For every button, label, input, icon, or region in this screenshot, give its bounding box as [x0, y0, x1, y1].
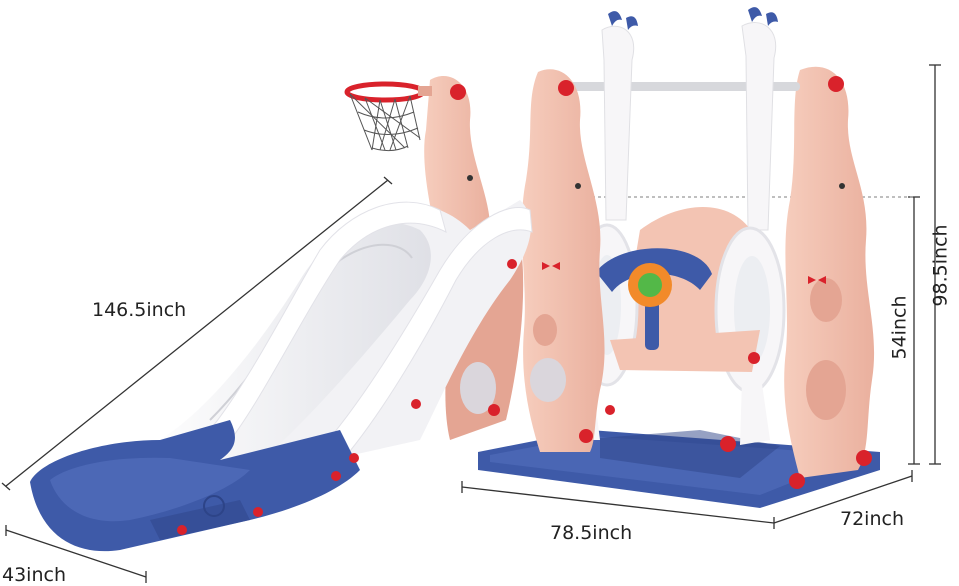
bow-icon: [808, 276, 826, 284]
base-depth-label: 72inch: [840, 508, 904, 530]
base-length-label: 78.5inch: [550, 522, 633, 544]
front-width-line: [5, 529, 147, 578]
total-height-label: 98.5inch: [929, 224, 952, 307]
middle-rabbit-post: [521, 69, 605, 452]
dimension-lines: [1, 64, 941, 583]
base-depth-line: [773, 475, 913, 524]
swing-height-label: 54inch: [888, 295, 911, 360]
slide: [30, 200, 533, 552]
slide-length-label: 146.5inch: [92, 299, 187, 321]
base-length-line: [461, 486, 775, 524]
wheel-icon: [203, 495, 225, 517]
front-width-label: 43inch: [2, 564, 66, 586]
basketball-hoop: [344, 81, 432, 152]
hoop-net: [349, 93, 421, 152]
slide-length-line: [5, 179, 389, 487]
right-rabbit-post: [784, 66, 875, 489]
left-rabbit-post: [424, 76, 524, 440]
post-knob: [828, 76, 844, 92]
hoop-rim: [344, 81, 426, 103]
